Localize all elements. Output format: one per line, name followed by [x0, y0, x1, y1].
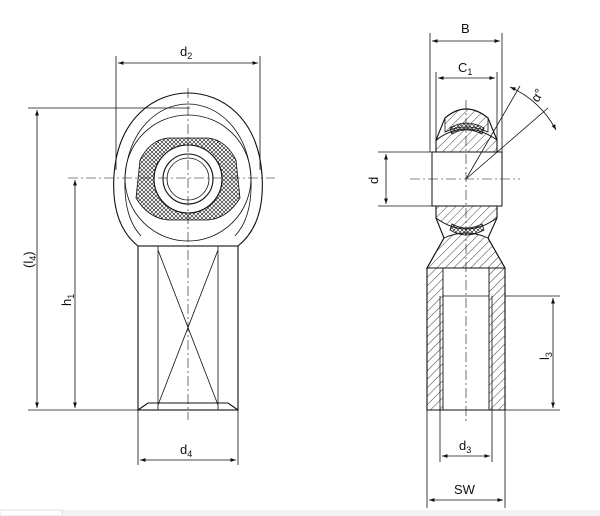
- label-h1: h1: [59, 294, 76, 306]
- front-dimensions: d2 (l4) h1 d4: [21, 44, 261, 465]
- label-d4: d4: [180, 442, 192, 459]
- label-d: d: [366, 177, 381, 184]
- dim-arc-angle: [509, 86, 557, 131]
- side-view: [410, 85, 549, 422]
- bottom-strip: [0, 510, 600, 516]
- label-l3: l3: [537, 352, 554, 360]
- label-d2: d2: [180, 44, 192, 61]
- race-top: [449, 122, 485, 135]
- label-angle: α°: [528, 86, 547, 105]
- label-SW: SW: [454, 482, 476, 497]
- bottom-strip-tab: [0, 509, 63, 516]
- shank-wall-left: [426, 267, 444, 411]
- label-d3: d3: [459, 438, 471, 455]
- label-l4: (l4): [21, 251, 38, 268]
- shank-wall-right: [488, 267, 506, 411]
- label-C1: C1: [458, 60, 472, 77]
- side-dimensions: B C1 α° d l3 d3 SW: [366, 21, 560, 508]
- front-view: [68, 88, 275, 420]
- label-B: B: [461, 21, 470, 36]
- head-inner-contour: [124, 103, 252, 237]
